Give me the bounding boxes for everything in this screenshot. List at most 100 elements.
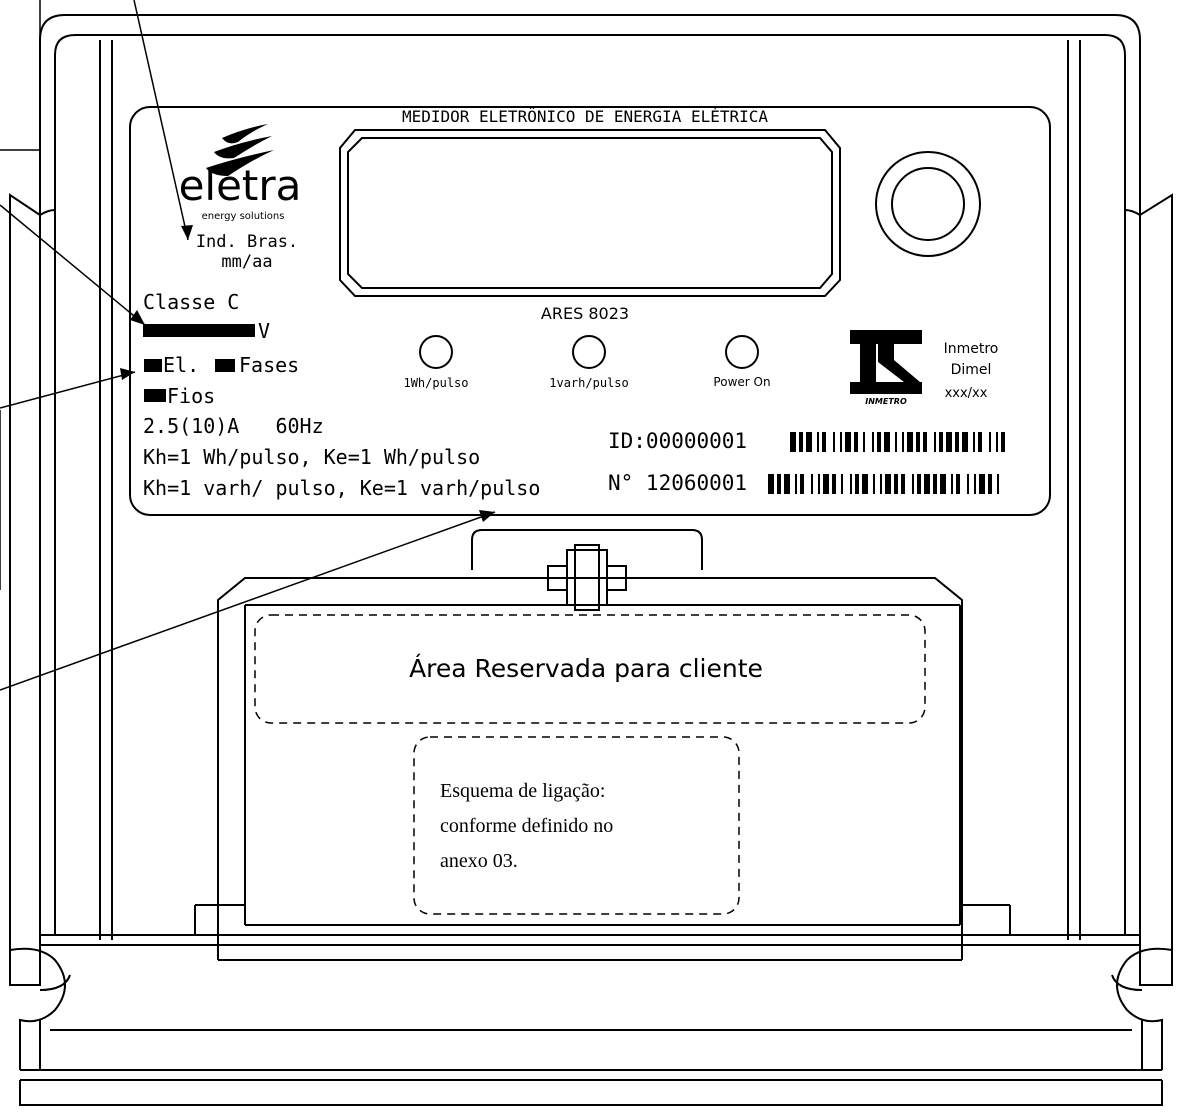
rating-label: 2.5(10)A 60Hz bbox=[143, 414, 324, 438]
barcode-bar bbox=[885, 474, 891, 494]
inmetro-line-2: Dimel bbox=[951, 362, 992, 378]
barcode-bar bbox=[989, 432, 991, 452]
wiring-line-1: Esquema de ligação: bbox=[440, 780, 606, 802]
led-wh-label: 1Wh/pulso bbox=[403, 376, 468, 390]
barcode-bar bbox=[872, 432, 874, 452]
display-window bbox=[339, 129, 841, 297]
barcode-bar bbox=[939, 432, 943, 452]
barcode-bar bbox=[912, 474, 914, 494]
barcode-bar bbox=[951, 474, 953, 494]
phases-label: Fases bbox=[239, 353, 299, 377]
barcode-bar bbox=[974, 474, 976, 494]
barcode-bar bbox=[790, 432, 796, 452]
class-label: Classe C bbox=[143, 290, 239, 314]
barcode-bar bbox=[845, 432, 851, 452]
barcode-bar bbox=[996, 432, 998, 452]
barcode-bar bbox=[962, 432, 968, 452]
constants-active: Kh=1 Wh/pulso, Ke=1 Wh/pulso bbox=[143, 445, 480, 469]
led-power-label: Power On bbox=[713, 375, 770, 389]
meter-housing bbox=[9, 193, 41, 986]
barcode-bar bbox=[822, 432, 826, 452]
barcode-bar bbox=[978, 432, 982, 452]
terminal-cover bbox=[217, 577, 963, 960]
barcode-bar bbox=[850, 474, 852, 494]
barcode-bar bbox=[817, 432, 819, 452]
seal-tab bbox=[471, 529, 703, 570]
inmetro-line-3: xxx/xx bbox=[945, 386, 988, 401]
barcode-bar bbox=[973, 432, 975, 452]
barcode-bar bbox=[884, 432, 890, 452]
led-power bbox=[725, 335, 759, 369]
barcode-bar bbox=[979, 474, 985, 494]
barcode-serial bbox=[768, 474, 999, 494]
barcode-bar bbox=[863, 432, 865, 452]
barcode-bar bbox=[988, 474, 992, 494]
barcode-bar bbox=[902, 432, 904, 452]
barcode-bar bbox=[823, 474, 829, 494]
constants-reactive: Kh=1 varh/ pulso, Ke=1 varh/pulso bbox=[143, 476, 540, 500]
barcode-bar bbox=[800, 474, 804, 494]
barcode-bar bbox=[799, 432, 803, 452]
led-varh-label: 1varh/pulso bbox=[549, 376, 628, 390]
name-plate bbox=[129, 106, 1051, 516]
barcode-bar bbox=[997, 474, 999, 494]
barcode-bar bbox=[806, 432, 812, 452]
barcode-bar bbox=[833, 432, 835, 452]
barcode-bar bbox=[907, 432, 913, 452]
barcode-bar bbox=[1001, 432, 1005, 452]
barcode-bar bbox=[795, 474, 797, 494]
brand-logo: eletra bbox=[179, 161, 302, 210]
barcode-bar bbox=[880, 474, 882, 494]
elements-label: El. bbox=[163, 353, 199, 377]
serial-label: N° 12060001 bbox=[608, 471, 747, 495]
barcode-bar bbox=[877, 432, 881, 452]
inmetro-line-1: Inmetro bbox=[944, 341, 999, 357]
barcode-bar bbox=[862, 474, 868, 494]
eletra-wave-icon bbox=[206, 124, 274, 176]
wires-label: Fios bbox=[167, 384, 215, 408]
wiring-line-3: anexo 03. bbox=[440, 850, 518, 872]
barcode-bar bbox=[923, 432, 927, 452]
barcode-bar bbox=[840, 432, 842, 452]
barcode-bar bbox=[940, 474, 946, 494]
customer-area-label: Área Reservada para cliente bbox=[409, 654, 763, 683]
barcode-id bbox=[790, 432, 1005, 452]
meter-body-outline bbox=[39, 14, 1173, 986]
barcode-bar bbox=[818, 474, 820, 494]
brand-tagline: energy solutions bbox=[202, 211, 285, 222]
wiring-line-2: conforme definido no bbox=[440, 815, 613, 837]
id-label: ID:00000001 bbox=[608, 429, 747, 453]
barcode-bar bbox=[946, 432, 952, 452]
led-wh bbox=[419, 335, 453, 369]
annotation-arrows bbox=[0, 0, 496, 691]
barcode-bar bbox=[955, 432, 959, 452]
date-label: mm/aa bbox=[221, 252, 272, 272]
barcode-bar bbox=[894, 474, 898, 494]
inmetro-logo-text: INMETRO bbox=[865, 397, 907, 406]
barcode-bar bbox=[777, 474, 781, 494]
barcode-bar bbox=[811, 474, 813, 494]
voltage-unit: V bbox=[258, 319, 270, 343]
barcode-bar bbox=[854, 432, 858, 452]
origin-label: Ind. Bras. bbox=[196, 232, 298, 252]
barcode-bar bbox=[873, 474, 875, 494]
barcode-bar bbox=[901, 474, 905, 494]
customer-area bbox=[254, 614, 926, 724]
barcode-bar bbox=[956, 474, 960, 494]
barcode-bar bbox=[933, 474, 937, 494]
barcode-bar bbox=[841, 474, 843, 494]
spec-fill-blocks bbox=[143, 324, 255, 402]
wiring-area bbox=[413, 736, 740, 915]
inmetro-n-icon bbox=[850, 330, 922, 394]
barcode-bar bbox=[768, 474, 774, 494]
led-varh bbox=[572, 335, 606, 369]
barcode-bar bbox=[924, 474, 930, 494]
barcode-bar bbox=[934, 432, 936, 452]
barcode-bar bbox=[916, 432, 920, 452]
barcode-bar bbox=[895, 432, 897, 452]
barcode-bar bbox=[917, 474, 921, 494]
plate-title: MEDIDOR ELETRÔNICO DE ENERGIA ELÉTRICA bbox=[402, 107, 768, 126]
model-label: ARES 8023 bbox=[541, 304, 629, 323]
barcode-bar bbox=[967, 474, 969, 494]
